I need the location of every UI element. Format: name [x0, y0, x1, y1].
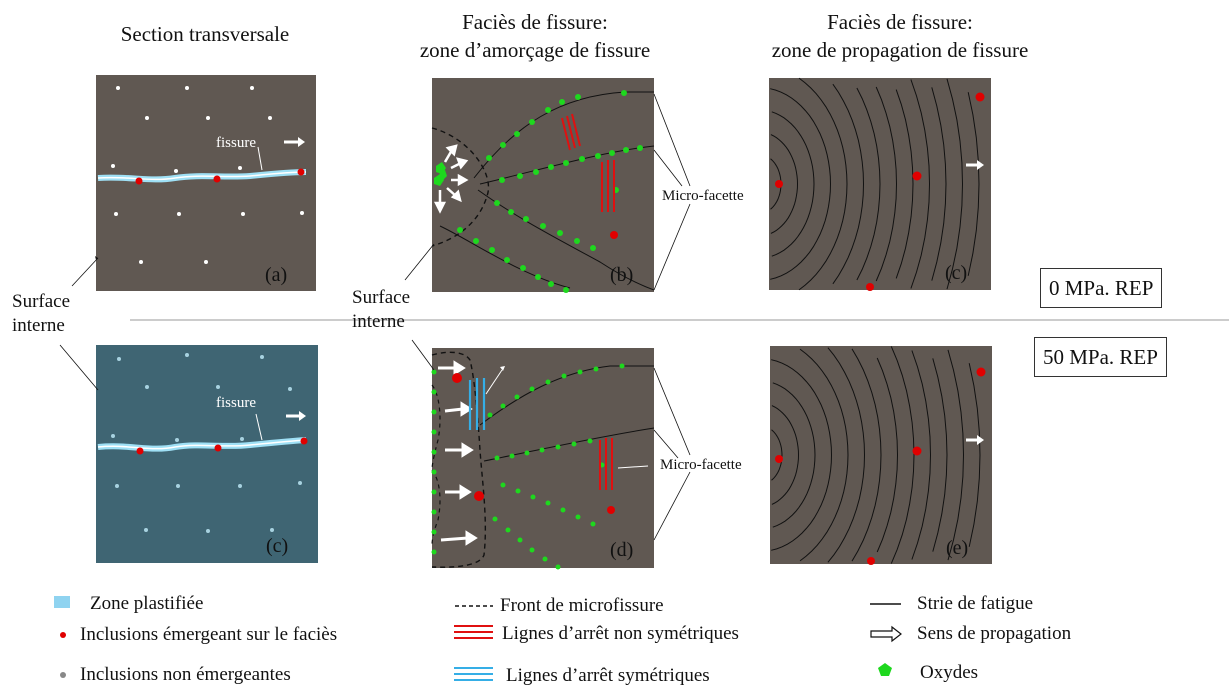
fatigue-striation [890, 346, 915, 564]
fatigue-striation [771, 111, 815, 257]
micro-facette-callouts [653, 93, 691, 541]
legend-red-lines-mark [454, 625, 493, 639]
surface-interne-label-2: Surface interne [352, 286, 410, 334]
panel-label-b: (b) [610, 264, 633, 286]
legend-zone-plastifiee-swatch [54, 596, 70, 608]
fissure-label: fissure [216, 395, 256, 411]
fissure-label: fissure [216, 135, 256, 151]
fatigue-striation [851, 348, 882, 562]
fatigue-striation [947, 349, 965, 561]
panel-b: (b) [431, 78, 655, 293]
legend-lignes-sym: Lignes d’arrêt symétriques [506, 665, 710, 686]
legend-sens: Sens de propagation [917, 623, 1072, 644]
micro-facette-label-top: Micro-facette [662, 188, 744, 204]
fatigue-striation [799, 348, 849, 562]
surface-line-1: Surface [12, 291, 71, 312]
fatigue-striation [771, 405, 800, 505]
title-line-1: Faciès de fissure: [462, 10, 608, 34]
panel-c-cross-section: fissure (c) [96, 345, 318, 563]
surface-line-2: interne [12, 315, 65, 336]
fatigue-striation [770, 88, 832, 280]
panel-a: fissure (a) [96, 75, 316, 291]
fatigue-striation [827, 347, 866, 563]
legend-oxydes: Oxydes [920, 662, 979, 683]
legend-zone-plastifiee: Zone plastifiée [90, 593, 204, 614]
surface-pointers [59, 243, 435, 391]
title-line-1: Faciès de fissure: [827, 10, 973, 34]
fatigue-striation [770, 134, 799, 234]
panel-d: (d) [431, 348, 655, 570]
title-section-transversale: Section transversale [80, 20, 330, 48]
legend-arrow-mark [870, 625, 902, 643]
panel-e: (e) [770, 346, 992, 565]
legend-lignes-non-sym: Lignes d’arrêt non symétriques [502, 623, 739, 644]
legend-blue-lines-mark [454, 667, 493, 681]
title-zone-propagation: Faciès de fissure: zone de propagation d… [700, 8, 1100, 64]
fatigue-striation [875, 86, 898, 282]
fatigue-striation [771, 359, 833, 551]
fatigue-striation [798, 77, 848, 291]
fatigue-striation [911, 350, 932, 560]
fatigue-striation [856, 87, 881, 281]
legend-front: Front de microfissure [500, 595, 664, 616]
surface-interne-label-1: Surface interne [12, 290, 70, 338]
panel-c-propagation: (c) [769, 77, 991, 291]
panel-label-c-left: (c) [266, 535, 288, 557]
fatigue-striation [771, 429, 783, 481]
condition-0mpa: 0 MPa. REP [1040, 268, 1163, 308]
legend-inclusions-emergeant: Inclusions émergeant sur le faciès [80, 624, 338, 645]
fatigue-striation [895, 89, 914, 279]
legend-inclusions-non: Inclusions non émergeantes [80, 664, 291, 685]
panel-label-d: (d) [610, 539, 633, 561]
micro-facette-label-bottom: Micro-facette [660, 457, 742, 473]
fatigue-striation [876, 357, 899, 553]
surface-line-2: interne [352, 311, 405, 332]
panel-label-e: (e) [946, 537, 968, 559]
legend-oxyde-mark [878, 663, 892, 676]
fatigue-striation [946, 78, 964, 290]
title-line-2: zone de propagation de fissure [771, 38, 1029, 62]
fatigue-striation [772, 382, 816, 528]
panel-label-c-right: (c) [945, 262, 967, 284]
fatigue-striation [931, 87, 947, 281]
title-zone-amorcage: Faciès de fissure: zone d’amorçage de fi… [345, 8, 725, 64]
title-text: Section transversale [120, 22, 290, 46]
legend-inclusion-gray-mark [60, 672, 66, 678]
legend-strie: Strie de fatigue [917, 593, 1034, 614]
surface-line-1: Surface [352, 287, 411, 308]
legend-inclusion-red-mark [60, 632, 66, 638]
fatigue-striation [932, 358, 948, 552]
fatigue-striation [910, 79, 931, 289]
fatigue-striation [832, 83, 865, 285]
title-line-2: zone d’amorçage de fissure [419, 38, 651, 62]
condition-50mpa: 50 MPa. REP [1034, 337, 1167, 377]
fatigue-striation [968, 363, 981, 547]
fatigue-striation [967, 92, 980, 276]
panel-label-a: (a) [265, 264, 287, 286]
legend-marks [54, 596, 902, 681]
